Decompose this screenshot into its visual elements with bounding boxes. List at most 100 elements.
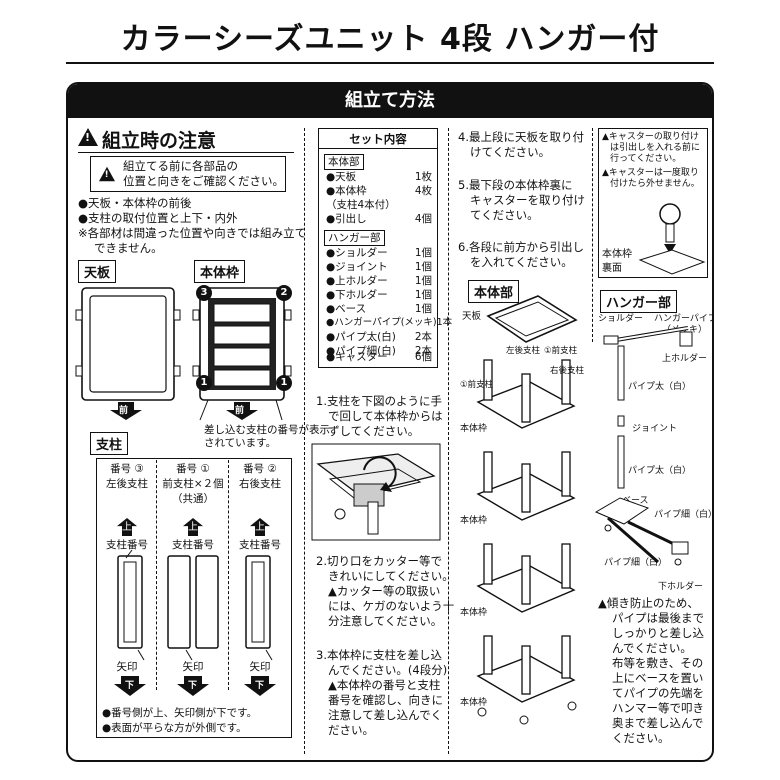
pipe-thick-callout-2: パイプ太（白）: [628, 466, 692, 476]
post-number-3-icon: 3: [196, 284, 212, 301]
left-back-callout: 左後支柱: [506, 346, 541, 356]
set-item: ●ハンガーパイプ(メッキ)1本: [326, 317, 453, 328]
pipe-thin-callout-2: パイプ細（白）: [604, 558, 668, 568]
posts-divider-2: [228, 460, 229, 690]
sashikomi-line2: されています。: [204, 437, 277, 449]
caster-note-line4: ▲キャスターは一度取り: [602, 168, 699, 178]
post-column-left: 番号 ③ 左後支柱: [106, 463, 148, 490]
caution-heading: 組立時の注意: [102, 130, 217, 152]
step2-line5: 分注意してください。: [328, 614, 443, 628]
shelf-stack-diagram: [476, 295, 578, 725]
caster-diagram: [638, 203, 706, 275]
hanger-warning-line3: しっかりと差し込: [612, 626, 704, 640]
honta-waku-label: 本体枠: [194, 260, 246, 283]
post-note1: ●番号側が上、矢印側が下です。: [102, 707, 258, 719]
step6-line2: を入れてください。: [470, 255, 573, 269]
up-arrow-icon: 上: [250, 518, 270, 536]
hanger-warning-line7: てパイプの先端を: [612, 686, 704, 700]
step3-line3: ▲本体枠の番号と支柱: [328, 678, 441, 692]
post-number-2-icon: 2: [276, 284, 292, 301]
posts-divider-1: [156, 460, 157, 690]
caution-note1: ※各部材は間違った位置や向きでは組み立て: [78, 226, 307, 240]
arrow-label-right: 矢印: [249, 661, 271, 673]
step3-line5: 注意して差し込んでく: [328, 708, 443, 722]
post-num-label-front: 支柱番号: [172, 539, 214, 551]
step3-line2: んでください。(4段分): [328, 663, 448, 677]
front-label-2: 前: [235, 406, 245, 416]
step4-line1: 4.最上段に天板を取り付: [458, 130, 584, 144]
caution-bullet2: ●支柱の取付位置と上下・内外: [78, 211, 238, 225]
column-divider-2: [448, 128, 449, 754]
post-num-label-right: 支柱番号: [239, 539, 281, 551]
caster-body-label2: 裏面: [602, 263, 622, 274]
set-contents-header: セット内容: [349, 132, 407, 146]
step3-line1: 3.本体枠に支柱を差し込: [316, 648, 442, 662]
warning-icon: [78, 128, 98, 146]
hanger-warning-line1: ▲傾き防止のため、: [598, 596, 699, 610]
step5-line2: キャスターを取り付け: [470, 193, 585, 207]
caster-body-label1: 本体枠: [602, 249, 632, 260]
caster-note-box: [598, 128, 708, 278]
hanger-pipe-callout: ハンガーパイプ: [654, 314, 714, 324]
right-back-callout: 右後支柱: [550, 366, 585, 376]
hanger-warning-line5: 布等を敷き、その: [612, 656, 704, 670]
caution-box-line2: 位置と向きをご確認ください。: [123, 174, 284, 188]
up-arrow-icon: 上: [117, 518, 137, 536]
step4-line2: けてください。: [470, 145, 551, 159]
hanger-warning-line8: ハンマー等で叩き: [612, 701, 704, 715]
pipe-thick-callout: パイプ太（白）: [628, 382, 692, 392]
title-divider: [66, 62, 714, 64]
caster-note-line5: 付けたら外せません。: [610, 179, 700, 189]
front-label-1: 前: [119, 406, 129, 416]
hanger-warning-line6: 上にベースを置い: [612, 671, 704, 685]
set-item: ●パイプ細(白)2本: [326, 345, 432, 357]
main-body-label: 本体部: [468, 280, 520, 303]
set-group2-label: ハンガー部: [324, 230, 385, 246]
joint-callout: ジョイント: [632, 424, 678, 434]
column-divider-3: [592, 128, 593, 342]
sashikomi-line1: 差し込む支柱の番号が表示: [204, 424, 330, 436]
step1-line3: ずしてください。: [328, 424, 420, 438]
step5-line1: 5.最下段の本体枠裏に: [458, 178, 573, 192]
hanger-diagram: [594, 326, 693, 566]
step1-diagram: [311, 443, 441, 541]
caster-note-line3: 行ってください。: [610, 154, 682, 164]
set-item: （支柱4本付）: [326, 199, 396, 211]
posts-diagram: [114, 549, 276, 696]
post-number-1-icon: 1: [196, 374, 212, 391]
hanger-warning-line2: パイプは最後まで: [612, 611, 704, 625]
honta-callout: 本体枠: [460, 698, 488, 708]
step6-line1: 6.各段に前方から引出し: [458, 240, 584, 254]
caster-note-line1: ▲キャスターの取り付け: [602, 132, 699, 142]
caution-box-line1: 組立てる前に各部品の: [123, 159, 238, 173]
instructions-frame: 組立て方法 組立時の注意 組立てる前に各部品の 位置と向きをご確認ください。 ●…: [66, 82, 714, 762]
set-group1-label: 本体部: [324, 154, 364, 170]
arrow-label-left: 矢印: [116, 661, 138, 673]
base-callout: ベース: [622, 496, 649, 506]
step2-line3: ▲カッター等の取扱い: [328, 584, 441, 598]
step2-line1: 2.切り口をカッター等で: [316, 554, 442, 568]
arrow-label-front: 矢印: [182, 661, 204, 673]
caster-note-line2: は引出しを入れる前に: [610, 143, 701, 153]
tenban-label: 天板: [78, 260, 117, 283]
pipe-thin-callout: パイプ細（白）: [654, 510, 714, 520]
honta-callout: 本体枠: [460, 516, 488, 526]
hanger-warning-line4: んでください。: [612, 641, 692, 655]
tenban-callout: 天板: [462, 311, 482, 322]
honta-callout: 本体枠: [460, 424, 488, 434]
page-title: カラーシーズユニット 4段 ハンガー付: [120, 22, 660, 57]
caution-note2: できません。: [94, 241, 163, 255]
shoulder-callout: ショルダー: [598, 314, 644, 324]
post-column-front: 番号 ① 前支柱×２個 （共通）: [162, 463, 224, 505]
set-item: ●パイプ太(白)2本: [326, 331, 432, 343]
